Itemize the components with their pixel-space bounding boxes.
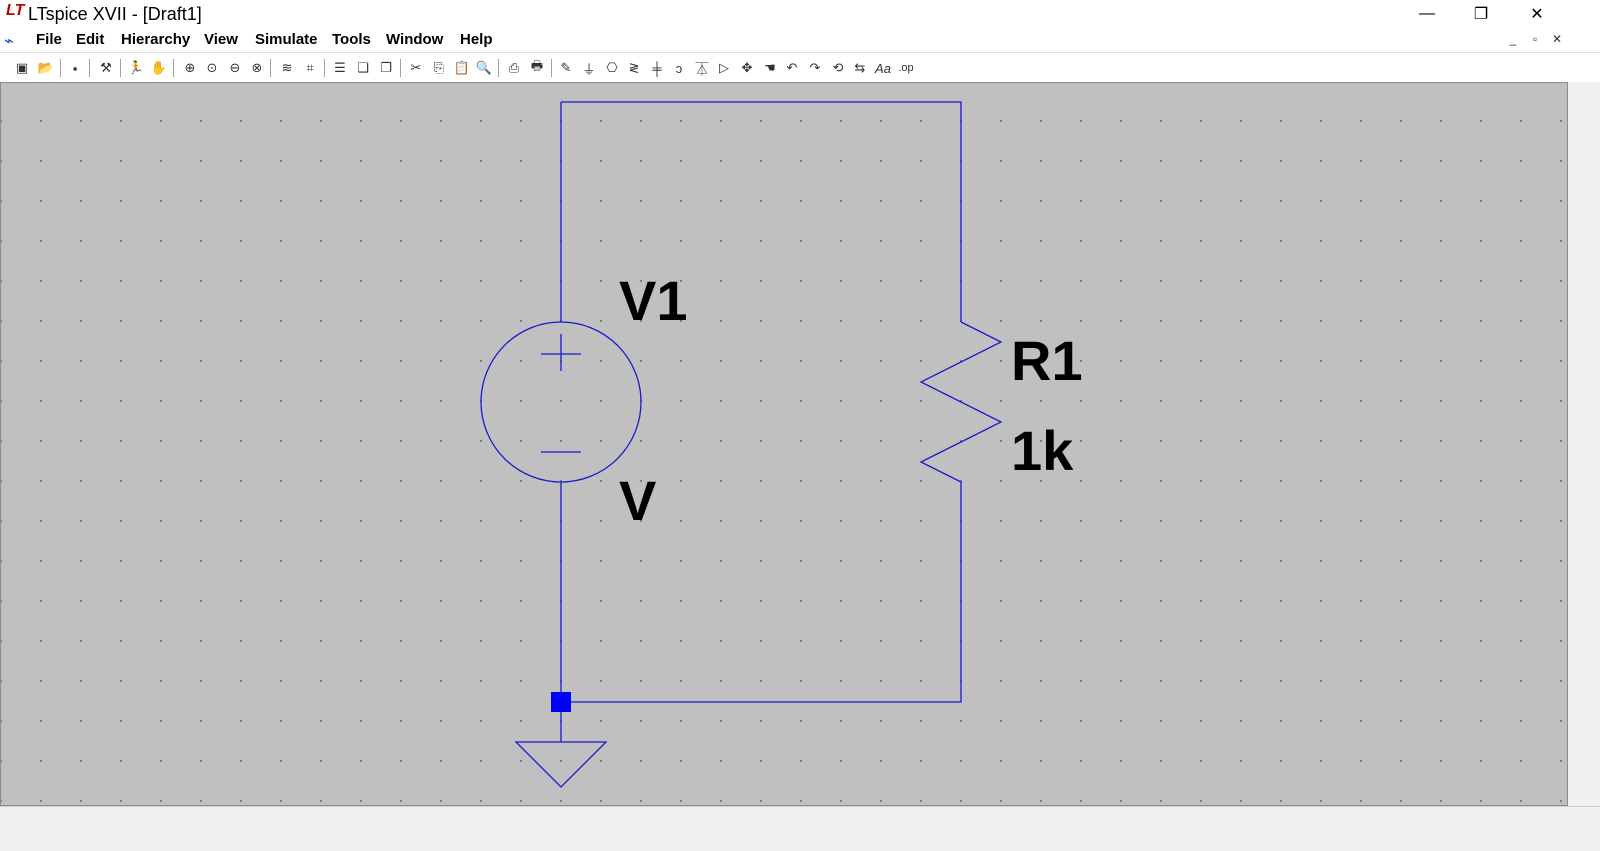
source-value-label[interactable]: V	[619, 469, 657, 532]
text-icon[interactable]: Aa	[875, 60, 891, 76]
resistor-r1[interactable]	[919, 321, 1003, 483]
toolbar-separator	[551, 59, 552, 77]
mdi-restore-button[interactable]: ▫	[1532, 32, 1538, 46]
window-minimize-button[interactable]: —	[1419, 5, 1435, 22]
label-net-icon[interactable]: ⎔	[606, 60, 618, 75]
zoom-fit-icon[interactable]: ⊗	[251, 60, 263, 75]
toolbar-separator	[498, 59, 499, 77]
print-setup-icon[interactable]: ⎙	[508, 60, 520, 75]
drag-icon[interactable]: ☚	[764, 60, 776, 75]
window-restore-button[interactable]: ❐	[1473, 6, 1489, 23]
zoom-in-icon[interactable]: ⊕	[184, 60, 196, 75]
cascade-icon[interactable]: ❏	[357, 60, 369, 75]
print-icon[interactable]: 🖶	[530, 58, 544, 73]
resistor-value-label[interactable]: 1k	[1011, 419, 1074, 482]
wire-icon[interactable]: ✎	[560, 60, 572, 75]
resistor-icon[interactable]: ≷	[628, 60, 640, 75]
source-name-label[interactable]: V1	[619, 269, 688, 332]
pan-icon[interactable]: ⊙	[206, 60, 218, 75]
toolbar-separator	[324, 59, 325, 77]
spice-directive-icon[interactable]: .op	[898, 62, 914, 74]
menu-simulate[interactable]: Simulate	[255, 31, 318, 48]
capacitor-icon[interactable]: ╪	[652, 60, 662, 76]
component-icon[interactable]: ▷	[719, 60, 729, 75]
tile-horizontal-icon[interactable]: ☰	[334, 60, 346, 75]
menu-help[interactable]: Help	[460, 31, 493, 48]
redo-icon[interactable]: ↷	[809, 60, 821, 75]
right-gutter	[1568, 82, 1600, 806]
ground-symbol[interactable]	[514, 741, 608, 788]
menu-bar: ⌁ File Edit Hierarchy View Simulate Tool…	[0, 28, 1600, 52]
resistor-name-label[interactable]: R1	[1011, 329, 1083, 392]
run-icon[interactable]: 🏃	[127, 60, 145, 75]
schematic-drawing[interactable]	[1, 83, 1569, 807]
undo-icon[interactable]: ↶	[786, 60, 798, 75]
wire-top[interactable]	[561, 101, 962, 322]
rotate-icon[interactable]: ⟲	[832, 60, 844, 75]
document-icon[interactable]: ⌁	[4, 33, 14, 50]
toolbar-separator	[60, 59, 61, 77]
paste-icon[interactable]: 📋	[453, 60, 471, 75]
toolbar-separator	[400, 59, 401, 77]
mdi-close-button[interactable]: ✕	[1551, 32, 1563, 46]
zoom-out-icon[interactable]: ⊖	[229, 60, 241, 75]
junction-node[interactable]	[551, 692, 571, 712]
waveform-icon[interactable]: ⌗	[306, 60, 314, 75]
toolbar-separator	[270, 59, 271, 77]
halt-icon[interactable]: ✋	[150, 60, 168, 75]
wire-bottom[interactable]	[561, 482, 962, 703]
save-icon[interactable]: ▪	[72, 60, 78, 76]
ground-icon[interactable]: ⏚	[582, 61, 596, 77]
autorange-icon[interactable]: ≋	[281, 60, 293, 75]
cut-icon[interactable]: ✂	[410, 60, 422, 75]
toolbar-separator	[89, 59, 90, 77]
tile-vertical-icon[interactable]: ❐	[380, 60, 392, 75]
ltspice-logo-icon: LT	[6, 2, 25, 19]
menu-file[interactable]: File	[36, 31, 62, 48]
window-close-button[interactable]: ✕	[1530, 6, 1544, 23]
toolbar-separator	[173, 59, 174, 77]
menu-hierarchy[interactable]: Hierarchy	[121, 31, 191, 48]
toolbar-separator	[120, 59, 121, 77]
open-icon[interactable]: 📂	[37, 60, 55, 75]
title-bar: LT LTspice XVII - [Draft1] — ❐ ✕	[0, 0, 1600, 28]
mirror-icon[interactable]: ⇆	[854, 60, 866, 75]
find-icon[interactable]: 🔍	[475, 60, 493, 75]
window-title: LTspice XVII - [Draft1]	[28, 4, 202, 24]
toolbar: ▣ 📂 ▪ ⚒ 🏃 ✋ ⊕ ⊙ ⊖ ⊗ ≋ ⌗ ☰ ❏ ❐ ✂ ⎘ 📋 🔍 ⎙ …	[0, 52, 1600, 84]
copy-icon[interactable]: ⎘	[433, 60, 445, 75]
new-schematic-icon[interactable]: ▣	[15, 60, 29, 75]
menu-tools[interactable]: Tools	[332, 31, 371, 48]
control-panel-icon[interactable]: ⚒	[100, 60, 112, 75]
menu-view[interactable]: View	[204, 31, 238, 48]
menu-window[interactable]: Window	[386, 31, 444, 48]
move-icon[interactable]: ✥	[741, 60, 753, 75]
mdi-minimize-button[interactable]: _	[1509, 32, 1517, 46]
inductor-icon[interactable]: ↄ	[675, 60, 683, 76]
status-bar	[0, 806, 1600, 851]
schematic-canvas[interactable]: V1 V R1 1k	[0, 82, 1568, 806]
diode-icon[interactable]: ⏄	[695, 61, 709, 77]
menu-edit[interactable]: Edit	[76, 31, 105, 48]
